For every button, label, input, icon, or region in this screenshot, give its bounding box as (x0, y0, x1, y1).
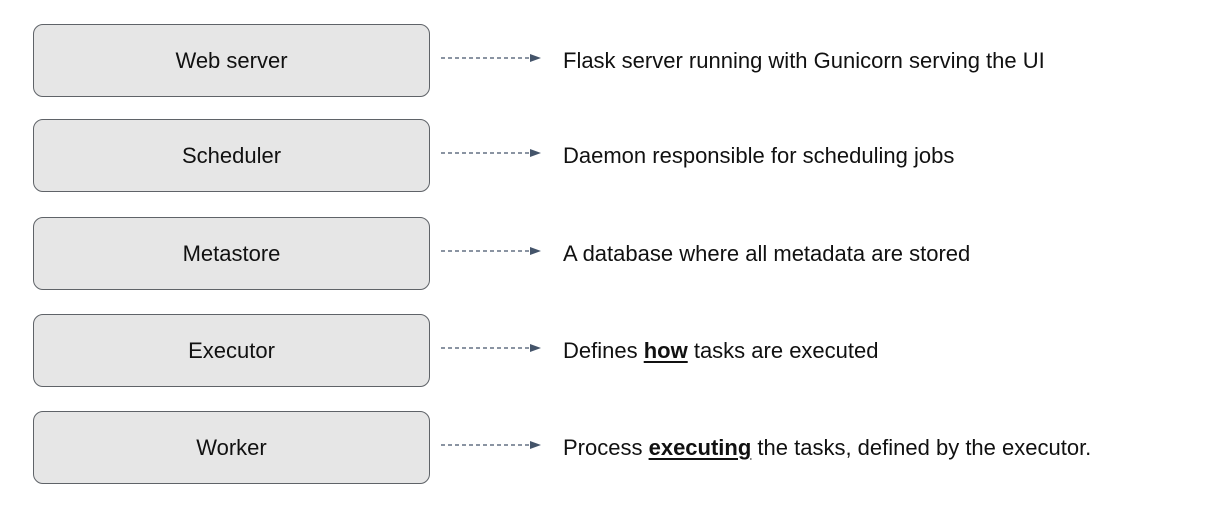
description-text-tail: the tasks, defined by the executor. (751, 435, 1092, 460)
description-text: Flask server running with Gunicorn servi… (563, 48, 1045, 73)
component-row-metastore: Metastore A database where all metadata … (0, 217, 1221, 293)
description-emphasis: executing (648, 435, 752, 460)
component-row-scheduler: Scheduler Daemon responsible for schedul… (0, 119, 1221, 195)
description-text: Defines (563, 338, 644, 363)
component-row-web-server: Web server Flask server running with Gun… (0, 24, 1221, 100)
dashed-arrow-icon (441, 149, 541, 157)
dashed-arrow-icon (441, 344, 541, 352)
description-emphasis: how (643, 338, 688, 363)
component-row-worker: Worker Process executing the tasks, defi… (0, 411, 1221, 487)
worker-box: Worker (33, 411, 430, 484)
executor-description: Defines how tasks are executed (563, 338, 879, 364)
web-server-box: Web server (33, 24, 430, 97)
metastore-box: Metastore (33, 217, 430, 290)
web-server-description: Flask server running with Gunicorn servi… (563, 48, 1045, 74)
scheduler-description: Daemon responsible for scheduling jobs (563, 143, 954, 169)
dashed-arrow-icon (441, 247, 541, 255)
executor-box: Executor (33, 314, 430, 387)
dashed-arrow-icon (441, 441, 541, 449)
description-text-tail: tasks are executed (687, 338, 879, 363)
dashed-arrow-icon (441, 54, 541, 62)
description-text: A database where all metadata are stored (563, 241, 971, 266)
worker-description: Process executing the tasks, defined by … (563, 435, 1091, 461)
description-text: Process (563, 435, 649, 460)
description-text: Daemon responsible for scheduling jobs (563, 143, 955, 168)
component-row-executor: Executor Defines how tasks are executed (0, 314, 1221, 390)
scheduler-box: Scheduler (33, 119, 430, 192)
metastore-description: A database where all metadata are stored (563, 241, 970, 267)
